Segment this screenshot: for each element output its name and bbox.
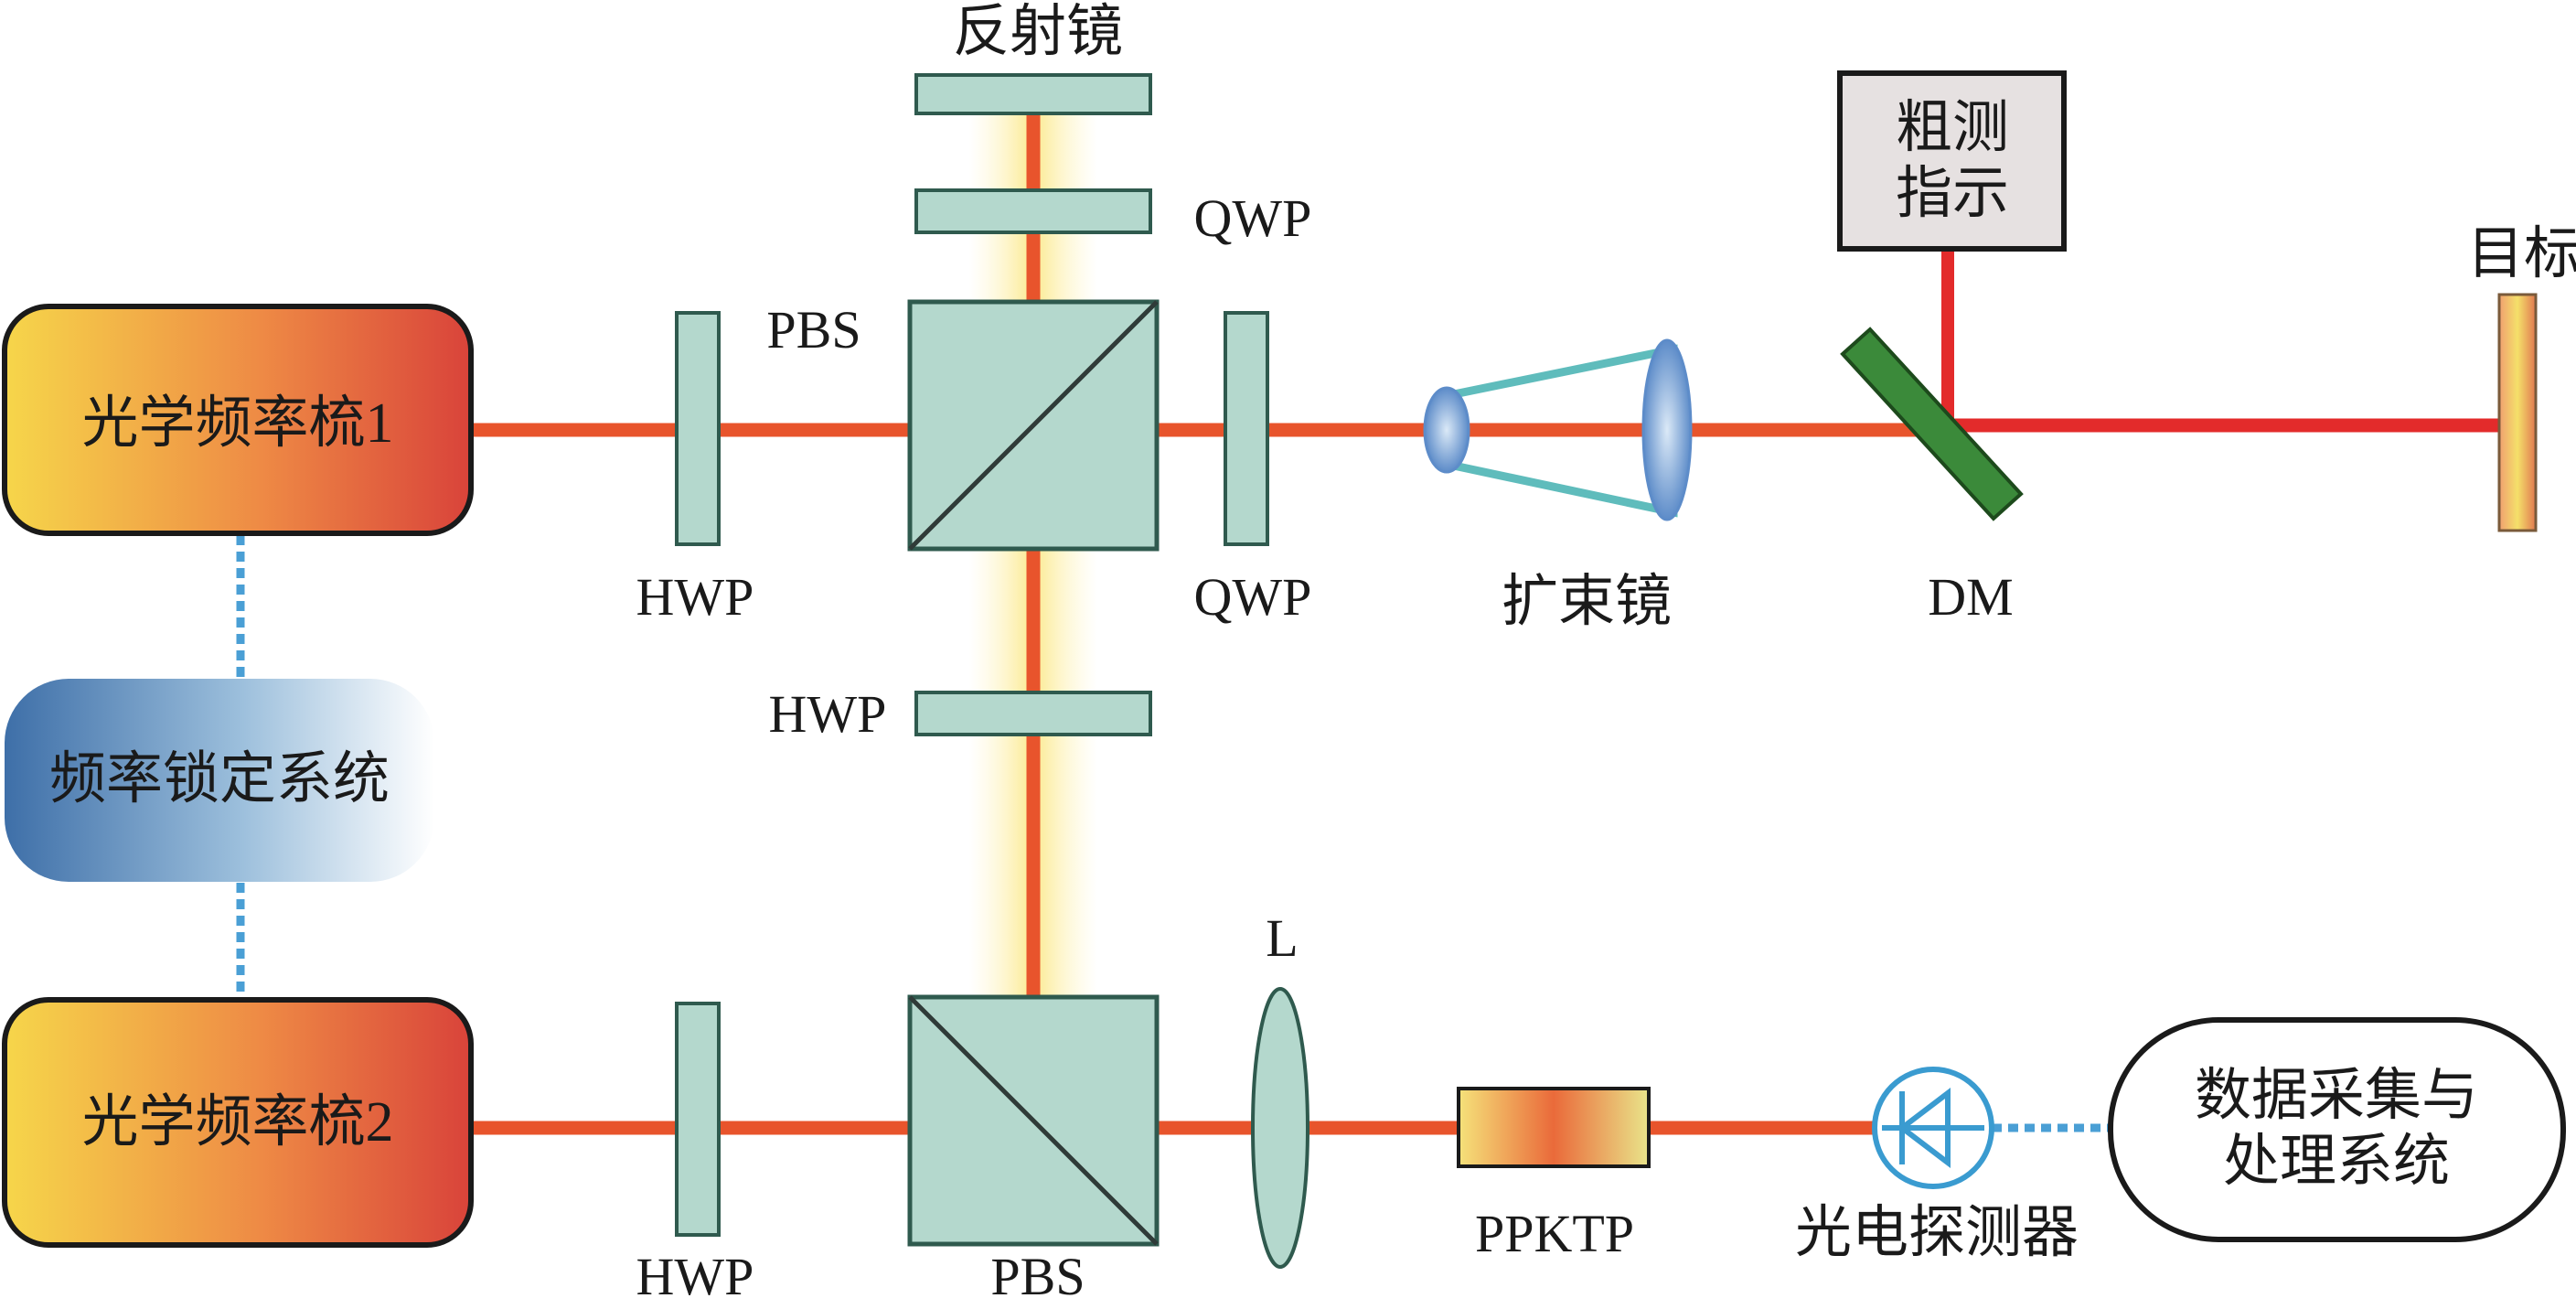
qwp-right-plate: [1224, 311, 1269, 546]
ppktp-label: PPKTP: [1475, 1204, 1634, 1263]
beam-expander: [1423, 338, 1693, 521]
lens-l-label: L: [1266, 908, 1298, 968]
hwp-upper-plate: [675, 311, 721, 546]
comb2-label: 光学频率梳2: [81, 1091, 393, 1153]
lock-system-box: [5, 679, 434, 882]
target-plate: [2497, 293, 2538, 532]
pbs-bottom-label: PBS: [990, 1247, 1085, 1304]
beam-expander-label: 扩束镜: [1502, 571, 1672, 633]
comb1-box: [2, 304, 474, 536]
photodetector-icon: [1872, 1067, 1994, 1189]
pbs-top-diagonal: [908, 300, 1159, 551]
comb2-box: [2, 997, 474, 1248]
hwp-lower-label: HWP: [636, 1247, 754, 1304]
coarse-indicator-box: [1837, 70, 2067, 252]
coarse-indicator-line1: 粗测: [1896, 97, 2009, 159]
photodetector-label: 光电探测器: [1795, 1202, 2079, 1264]
hwp-lower-plate: [675, 1002, 721, 1237]
dm-label: DM: [1928, 567, 2013, 627]
mirror-label: 反射镜: [953, 1, 1123, 63]
qwp-top-plate: [914, 188, 1152, 234]
daq-label-line1: 数据采集与: [2195, 1065, 2478, 1127]
pbs-bottom-diagonal: [908, 995, 1159, 1246]
hwp-mid-label: HWP: [769, 684, 887, 744]
hwp-mid-plate: [914, 691, 1152, 736]
qwp-top-label: QWP: [1194, 188, 1312, 248]
qwp-right-label: QWP: [1194, 567, 1312, 627]
ppktp-crystal: [1457, 1087, 1651, 1168]
dichroic-mirror: [1840, 327, 2024, 521]
comb1-label: 光学频率梳1: [81, 392, 393, 455]
pbs-top-label: PBS: [766, 300, 860, 359]
target-label: 目标: [2467, 223, 2576, 285]
lens-l: [1251, 987, 1309, 1269]
daq-label-line2: 处理系统: [2223, 1131, 2450, 1193]
hwp-upper-label: HWP: [636, 567, 754, 627]
daq-box: [2108, 1017, 2566, 1242]
mirror-plate: [914, 73, 1152, 115]
lock-system-label: 频率锁定系统: [49, 748, 390, 810]
coarse-indicator-line2: 指示: [1896, 163, 2009, 225]
